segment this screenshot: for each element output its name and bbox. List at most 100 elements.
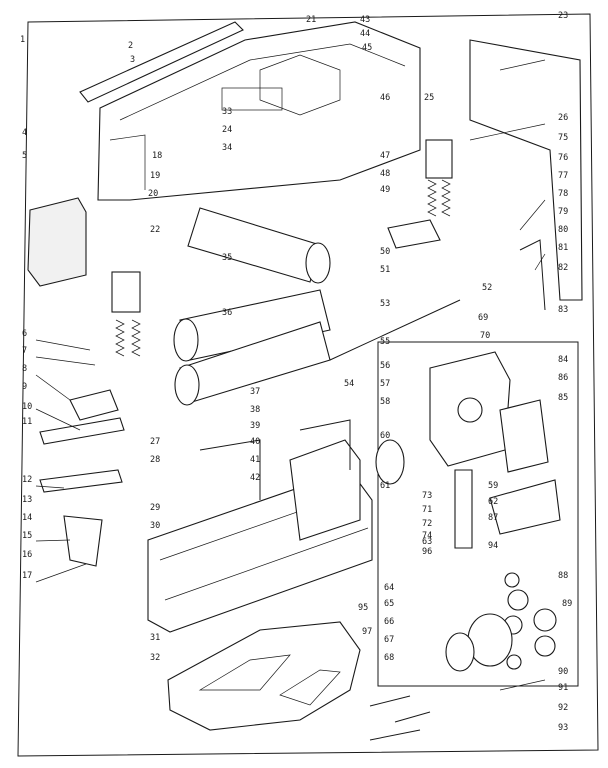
label-9: 9 xyxy=(22,382,27,392)
label-47: 47 xyxy=(380,151,390,161)
label-16: 16 xyxy=(22,550,32,560)
label-97: 97 xyxy=(362,627,372,637)
label-4: 4 xyxy=(22,128,27,138)
label-21: 21 xyxy=(306,15,316,25)
label-26: 26 xyxy=(558,113,568,123)
label-41: 41 xyxy=(250,455,260,465)
screws xyxy=(369,695,431,741)
left-link-arms xyxy=(39,417,125,567)
roller-upper xyxy=(187,207,331,284)
label-64: 64 xyxy=(384,583,394,593)
label-85: 85 xyxy=(558,393,568,403)
label-6: 6 xyxy=(22,329,27,339)
label-76: 76 xyxy=(558,153,568,163)
label-40: 40 xyxy=(250,437,260,447)
label-39: 39 xyxy=(250,421,260,431)
label-37: 37 xyxy=(250,387,260,397)
right-spring-assembly xyxy=(387,139,453,249)
label-80: 80 xyxy=(558,225,568,235)
label-66: 66 xyxy=(384,617,394,627)
label-93: 93 xyxy=(558,723,568,733)
side-cover xyxy=(27,197,87,287)
label-15: 15 xyxy=(22,531,32,541)
label-43: 43 xyxy=(360,15,370,25)
label-8: 8 xyxy=(22,364,27,374)
label-5: 5 xyxy=(22,151,27,161)
label-86: 86 xyxy=(558,373,568,383)
label-17: 17 xyxy=(22,571,32,581)
label-56: 56 xyxy=(380,361,390,371)
label-7: 7 xyxy=(22,346,27,356)
label-91: 91 xyxy=(558,683,568,693)
label-51: 51 xyxy=(380,265,390,275)
label-10: 10 xyxy=(22,402,32,412)
base-frame xyxy=(147,439,373,633)
label-23: 23 xyxy=(558,11,568,21)
part-labels: 1 2 3 4 5 6 7 8 9 10 11 12 13 14 15 16 1… xyxy=(20,11,572,733)
label-68: 68 xyxy=(384,653,394,663)
label-96: 96 xyxy=(422,547,432,557)
label-14: 14 xyxy=(22,513,32,523)
label-52: 52 xyxy=(482,283,492,293)
handle-bar xyxy=(79,21,244,103)
foot-plate xyxy=(167,621,361,731)
label-32: 32 xyxy=(150,653,160,663)
label-28: 28 xyxy=(150,455,160,465)
label-49: 49 xyxy=(380,185,390,195)
label-55: 55 xyxy=(380,337,390,347)
label-78: 78 xyxy=(558,189,568,199)
label-53: 53 xyxy=(380,299,390,309)
label-34: 34 xyxy=(222,143,232,153)
label-44: 44 xyxy=(360,29,370,39)
label-77: 77 xyxy=(558,171,568,181)
label-46: 46 xyxy=(380,93,390,103)
label-84: 84 xyxy=(558,355,568,365)
label-63: 63 xyxy=(422,537,432,547)
label-33: 33 xyxy=(222,107,232,117)
label-31: 31 xyxy=(150,633,160,643)
leader-lines xyxy=(35,59,546,691)
label-90: 90 xyxy=(558,667,568,677)
label-88: 88 xyxy=(558,571,568,581)
gear-parts xyxy=(445,572,557,672)
label-67: 67 xyxy=(384,635,394,645)
label-73: 73 xyxy=(422,491,432,501)
label-89: 89 xyxy=(562,599,572,609)
left-spring-assembly xyxy=(69,271,141,421)
label-59: 59 xyxy=(488,481,498,491)
top-cover xyxy=(97,21,421,201)
label-92: 92 xyxy=(558,703,568,713)
label-65: 65 xyxy=(384,599,394,609)
label-22: 22 xyxy=(150,225,160,235)
label-35: 35 xyxy=(222,253,232,263)
label-82: 82 xyxy=(558,263,568,273)
label-72: 72 xyxy=(422,519,432,529)
label-79: 79 xyxy=(558,207,568,217)
label-42: 42 xyxy=(250,473,260,483)
label-57: 57 xyxy=(380,379,390,389)
label-11: 11 xyxy=(22,417,32,427)
label-24: 24 xyxy=(222,125,232,135)
label-50: 50 xyxy=(380,247,390,257)
label-2: 2 xyxy=(128,41,133,51)
label-48: 48 xyxy=(380,169,390,179)
label-3: 3 xyxy=(130,55,135,65)
label-13: 13 xyxy=(22,495,32,505)
label-87: 87 xyxy=(488,513,498,523)
label-69: 69 xyxy=(478,313,488,323)
guide-rods xyxy=(199,239,546,500)
outer-frame xyxy=(17,13,599,757)
label-60: 60 xyxy=(380,431,390,441)
label-62: 62 xyxy=(488,497,498,507)
label-19: 19 xyxy=(150,171,160,181)
roller-middle xyxy=(173,289,331,362)
label-27: 27 xyxy=(150,437,160,447)
label-29: 29 xyxy=(150,503,160,513)
label-38: 38 xyxy=(250,405,260,415)
label-12: 12 xyxy=(22,475,32,485)
label-81: 81 xyxy=(558,243,568,253)
label-71: 71 xyxy=(422,505,432,515)
gear-box-inset xyxy=(375,341,579,687)
label-61: 61 xyxy=(380,481,390,491)
